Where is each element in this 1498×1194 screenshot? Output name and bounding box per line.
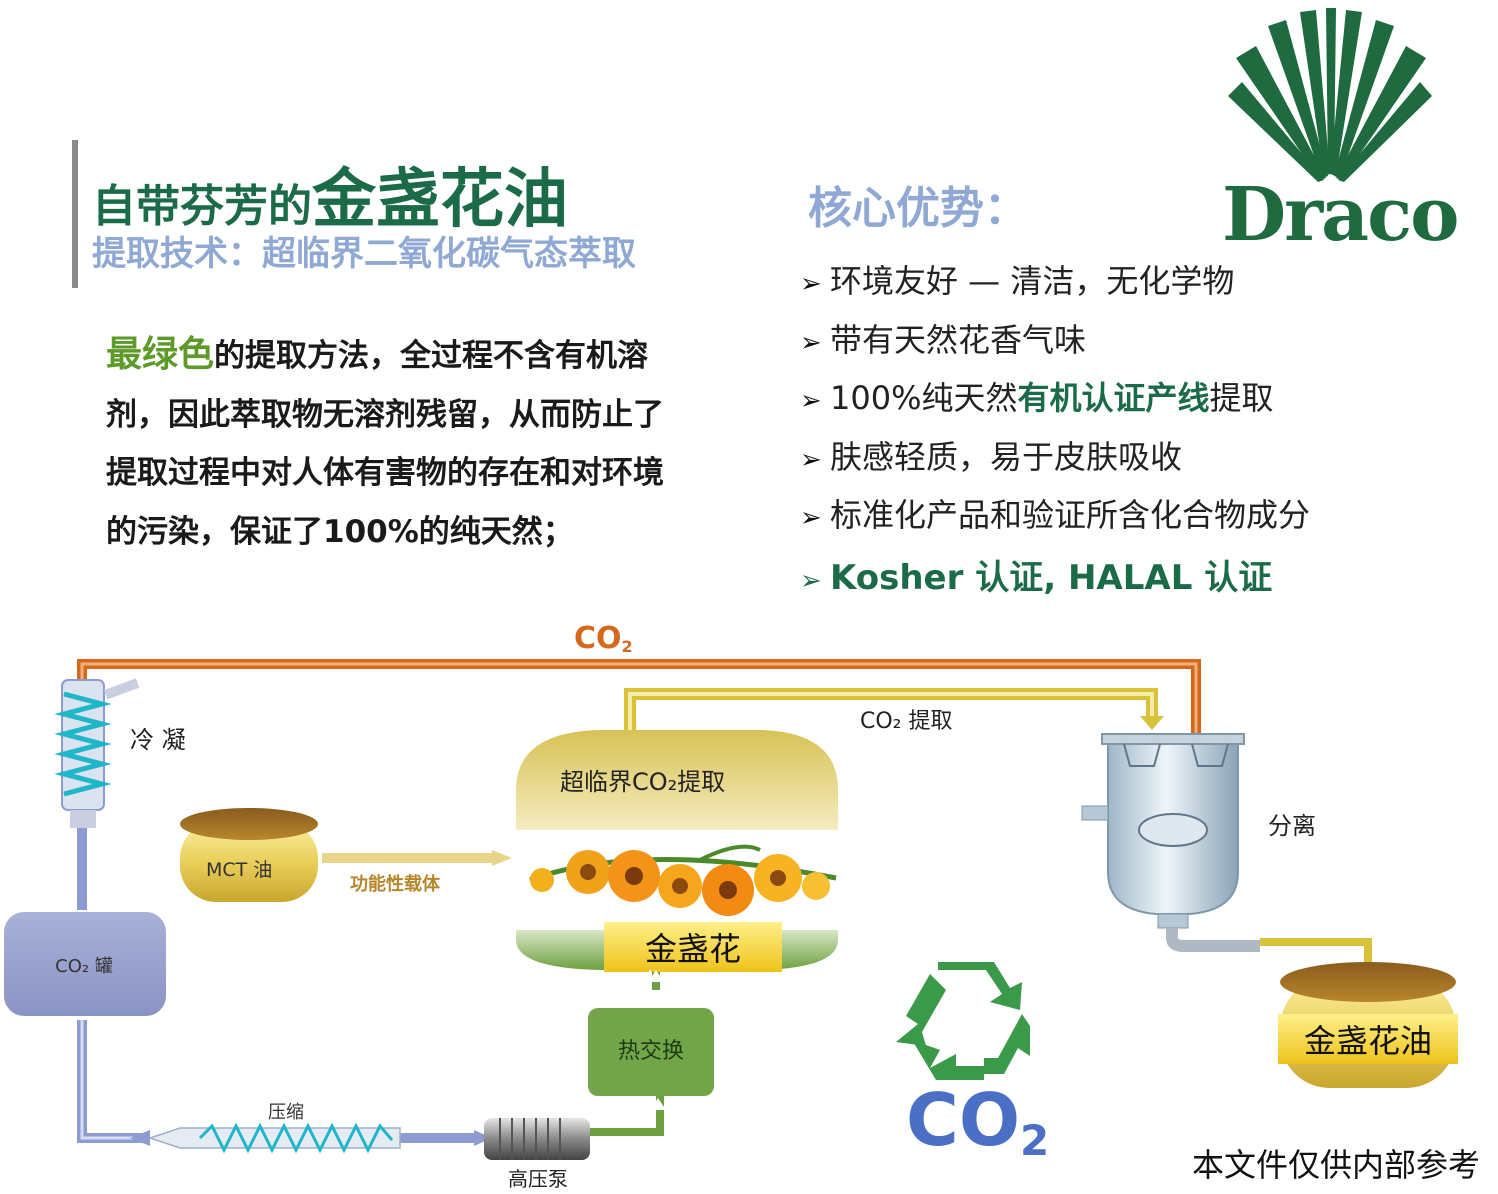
process-diagram: 冷 凝 CO2 CO₂ 提取 超临界CO₂提取 金盏花 MCT 油 功能性载体 xyxy=(4,621,1458,1191)
title-highlight: 金盏花油 xyxy=(312,163,568,237)
certification-item: ➢Kosher 认证, HALAL 认证 xyxy=(800,555,1310,614)
heat-label: 热交换 xyxy=(618,1039,684,1064)
advantage-item: ➢带有天然花香气味 xyxy=(800,317,1310,376)
arrow-down-icon xyxy=(1140,716,1164,730)
compressor xyxy=(130,1122,401,1154)
calendula-label-box xyxy=(604,922,782,972)
bullet-arrow-icon: ➢ xyxy=(800,503,822,533)
calendula-oil-pot xyxy=(1278,962,1458,1088)
co2-loop-label: CO2 xyxy=(574,621,633,656)
condenser xyxy=(54,678,140,828)
oil-label: 金盏花油 xyxy=(1304,1022,1432,1060)
advantage-item: ➢标准化产品和验证所含化合物成分 xyxy=(800,492,1310,551)
page-subtitle: 提取技术：超临界二氧化碳气态萃取 xyxy=(92,234,636,274)
footer-note: 本文件仅供内部参考 xyxy=(1192,1146,1481,1184)
description-paragraph: 最绿色的提取方法，全过程不含有机溶剂，因此萃取物无溶剂残留，从而防止了提取过程中… xyxy=(106,326,666,561)
heat-exchanger xyxy=(588,1008,714,1096)
arrow-up-icon xyxy=(650,1098,666,1110)
blue-pipe xyxy=(77,1020,150,1143)
oil-pipe xyxy=(1260,938,1372,966)
draco-leaf-logo-icon xyxy=(1228,8,1432,182)
arrow-up-icon xyxy=(648,970,664,982)
advantages-list: ➢环境友好 — 清洁，无化学物 ➢带有天然花香气味 ➢100%纯天然有机认证产线… xyxy=(800,258,1310,613)
reactor-label: 超临界CO₂提取 xyxy=(560,768,725,796)
green-pipe xyxy=(590,1094,664,1136)
bullet-arrow-icon: ➢ xyxy=(800,327,822,358)
advantage-item: ➢100%纯天然有机认证产线提取 xyxy=(800,375,1310,434)
advantage-item: ➢环境友好 — 清洁，无化学物 xyxy=(800,258,1310,317)
arrow-right-icon xyxy=(474,1130,492,1146)
recycle-icon xyxy=(896,962,1030,1080)
advantage-item: ➢肤感轻质，易于皮肤吸收 xyxy=(800,434,1310,493)
title-accent-bar xyxy=(72,140,78,288)
page-title: 自带芬芳的金盏花油 xyxy=(92,148,568,240)
tank-label: CO₂ 罐 xyxy=(55,956,113,977)
condense-label: 冷 凝 xyxy=(130,726,186,754)
co2-extract-label: CO₂ 提取 xyxy=(860,709,953,734)
title-prefix: 自带芬芳的 xyxy=(92,181,312,232)
mct-oil-pot xyxy=(180,808,318,902)
high-pressure-pump xyxy=(484,1118,590,1160)
mct-label: MCT 油 xyxy=(206,859,272,881)
carrier-label: 功能性载体 xyxy=(350,873,441,895)
separate-label: 分离 xyxy=(1268,812,1316,840)
calendula-flowers-icon xyxy=(529,844,837,916)
compress-label: 压缩 xyxy=(268,1102,304,1123)
advantages-title: 核心优势： xyxy=(808,183,1028,234)
separator-vessel xyxy=(1081,733,1260,952)
description-text: 的提取方法，全过程不含有机溶剂，因此萃取物无溶剂残留，从而防止了提取过程中对人体… xyxy=(106,338,664,550)
bullet-arrow-icon: ➢ xyxy=(800,565,822,596)
calendula-label: 金盏花 xyxy=(645,930,741,968)
bullet-arrow-icon: ➢ xyxy=(800,386,822,416)
arrow-right-icon xyxy=(492,850,512,866)
co2-tank xyxy=(4,912,166,1016)
pump-label: 高压泵 xyxy=(508,1167,568,1191)
bullet-arrow-icon: ➢ xyxy=(800,444,822,475)
draco-logo-text: Draco xyxy=(1222,172,1460,258)
bullet-arrow-icon: ➢ xyxy=(800,269,822,299)
description-highlight: 最绿色 xyxy=(106,334,215,375)
recycle-co2-label: CO2 xyxy=(906,1078,1050,1165)
